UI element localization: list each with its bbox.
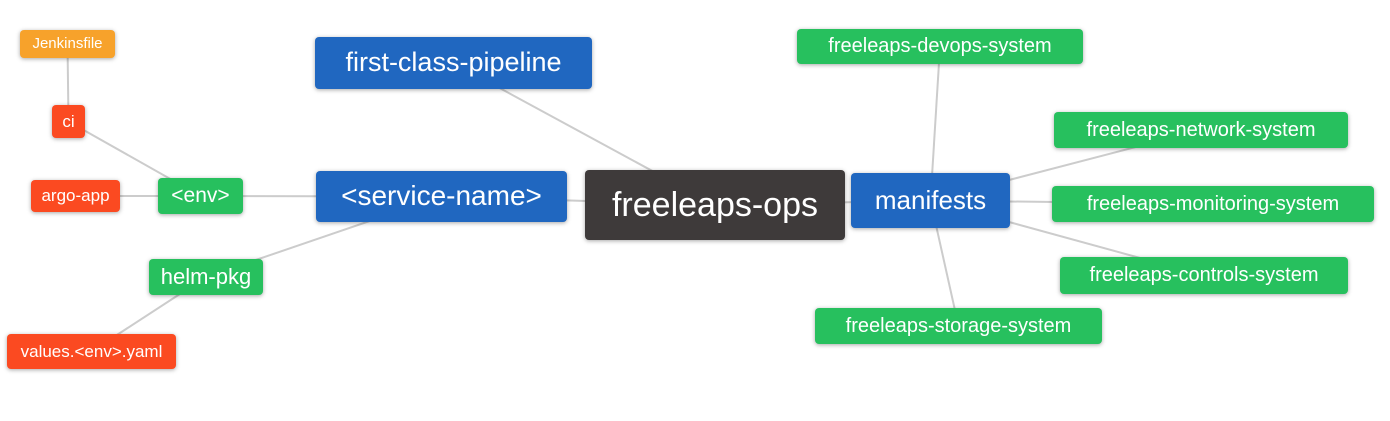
node-jenkinsfile[interactable]: Jenkinsfile: [20, 30, 115, 58]
node-argo-app[interactable]: argo-app: [31, 180, 120, 212]
node-manifests[interactable]: manifests: [851, 173, 1010, 228]
node-freeleaps-ops[interactable]: freeleaps-ops: [585, 170, 845, 240]
node-service-name[interactable]: <service-name>: [316, 171, 567, 222]
node-values-env-yaml[interactable]: values.<env>.yaml: [7, 334, 176, 369]
node-freeleaps-storage-system[interactable]: freeleaps-storage-system: [815, 308, 1102, 344]
node-freeleaps-network-system[interactable]: freeleaps-network-system: [1054, 112, 1348, 148]
node-ci[interactable]: ci: [52, 105, 85, 138]
node-first-class-pipeline[interactable]: first-class-pipeline: [315, 37, 592, 89]
node-freeleaps-devops-system[interactable]: freeleaps-devops-system: [797, 29, 1083, 64]
node-freeleaps-monitoring-system[interactable]: freeleaps-monitoring-system: [1052, 186, 1374, 222]
node-helm-pkg[interactable]: helm-pkg: [149, 259, 263, 295]
node-env[interactable]: <env>: [158, 178, 243, 214]
node-freeleaps-controls-system[interactable]: freeleaps-controls-system: [1060, 257, 1348, 294]
